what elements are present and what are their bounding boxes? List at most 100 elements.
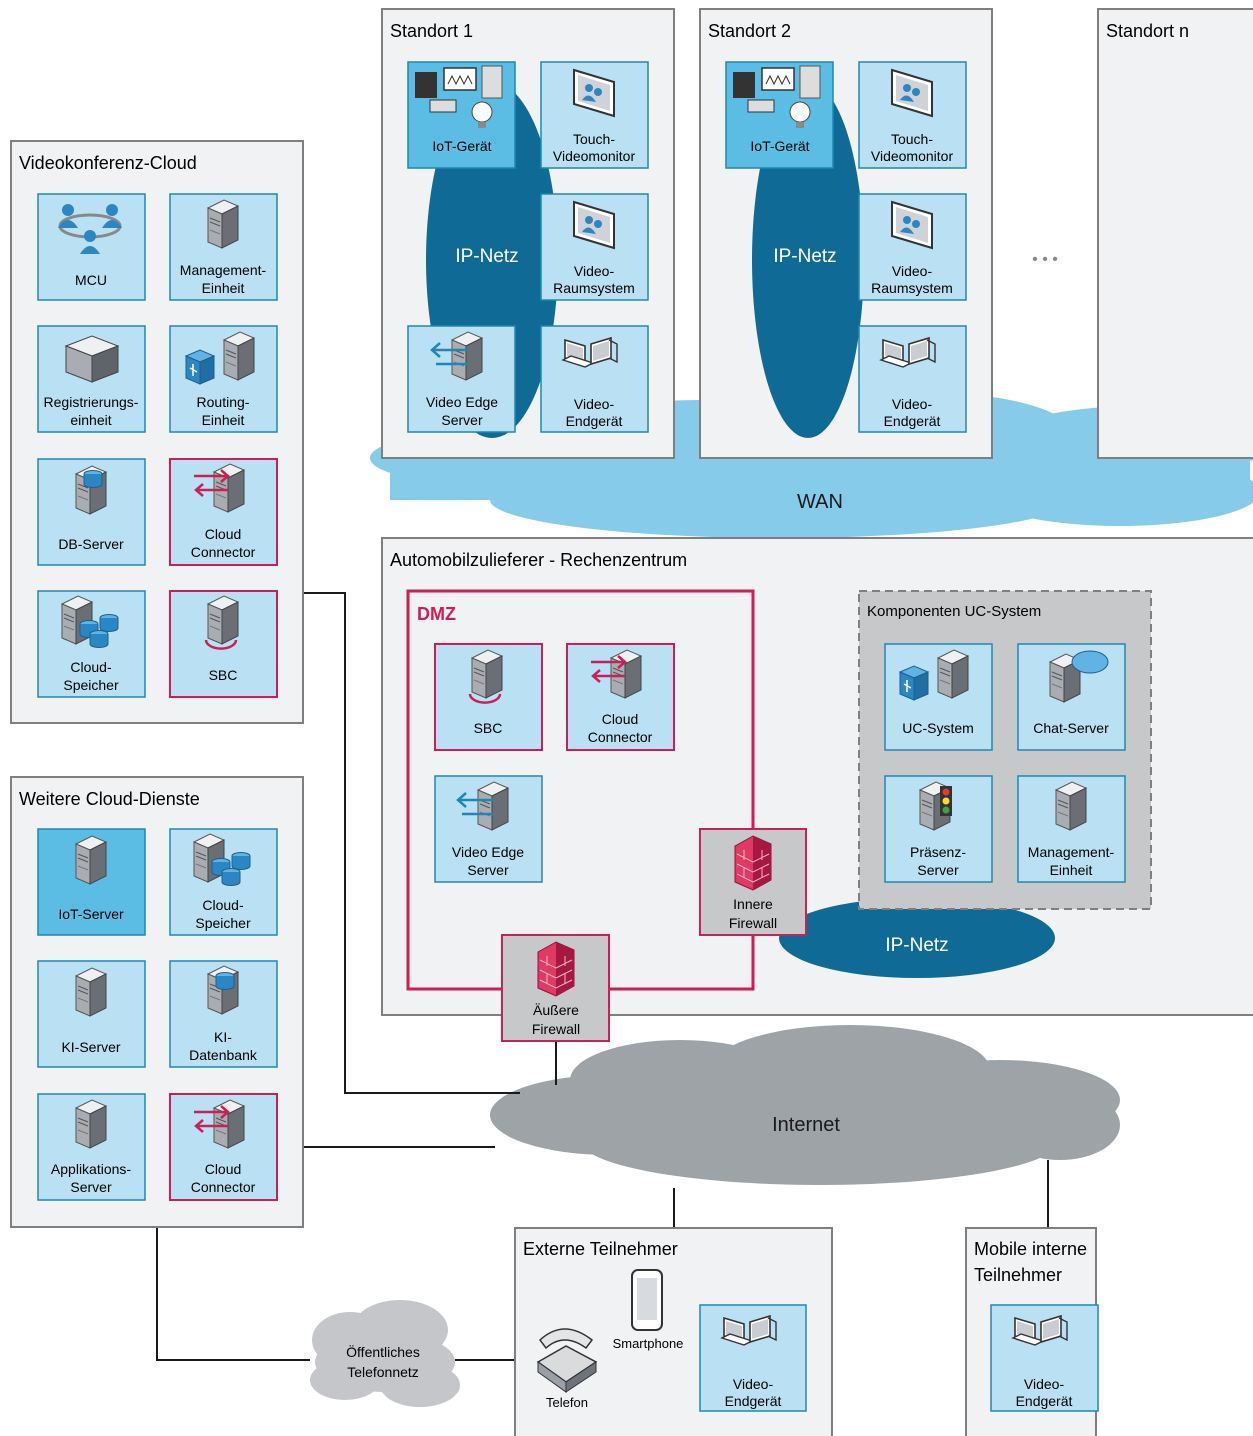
line-vk-internet xyxy=(303,592,520,1094)
rz-ip-net xyxy=(779,898,1055,978)
vk-speicher-label-1: Cloud- xyxy=(70,659,112,675)
chat-server-label: Chat-Server xyxy=(1033,720,1109,736)
s1-end-label-1: Video- xyxy=(574,396,615,412)
registrierung-box-icon xyxy=(64,335,120,383)
extern-endgeraet-tile: Video- Endgerät xyxy=(699,1304,807,1412)
inner-fw-label-1: Innere xyxy=(733,896,773,912)
mobile-end-label-1: Video- xyxy=(1024,1376,1065,1392)
server-icon xyxy=(75,967,107,1017)
weitere-title: Weitere Cloud-Dienste xyxy=(19,789,200,809)
wd-iot-server-tile: IoT-Server xyxy=(37,828,146,936)
server-icon xyxy=(207,199,239,249)
server-icon xyxy=(213,463,245,513)
praesenz-server-tile: Präsenz- Server xyxy=(884,775,993,883)
s1-raum-label-1: Video- xyxy=(574,263,615,279)
internet-cloud xyxy=(490,1025,1120,1185)
server-icon xyxy=(610,649,642,699)
mobile-title-1: Mobile interne xyxy=(974,1239,1087,1259)
edge-arrow-icon xyxy=(456,792,494,816)
vk-speicher-tile: Cloud- Speicher xyxy=(37,590,146,698)
dmz-sbc-tile: SBC xyxy=(434,643,543,751)
uc-management-label-1: Management- xyxy=(1028,844,1115,860)
s1-end-label-2: Endgerät xyxy=(566,413,623,429)
vk-routing-label-2: Einheit xyxy=(202,412,245,428)
vk-sbc-label: SBC xyxy=(209,667,238,683)
wd-connector-tile: Cloud Connector xyxy=(169,1093,278,1201)
s2-iot-tile: IoT-Gerät xyxy=(725,61,834,169)
firewall-icon xyxy=(734,835,772,891)
s1-iot-tile: IoT-Gerät xyxy=(407,61,516,169)
edge-server-icon xyxy=(451,331,483,381)
telephone-icon xyxy=(536,1328,598,1393)
router-icon xyxy=(184,349,216,385)
uc-system-tile: UC-System xyxy=(884,643,993,751)
s2-end-label-2: Endgerät xyxy=(884,413,941,429)
vk-speicher-label-2: Speicher xyxy=(63,677,119,693)
database-icon xyxy=(215,972,235,990)
mcu-icon xyxy=(58,204,122,254)
uc-group-title: Komponenten UC-System xyxy=(867,603,1041,620)
wd-speicher-label-2: Speicher xyxy=(195,915,251,931)
inner-firewall-tile: Innere Firewall xyxy=(699,828,807,936)
vk-connector-tile: Cloud Connector xyxy=(169,458,278,566)
mcu-label: MCU xyxy=(75,272,107,288)
extern-end-label-1: Video- xyxy=(733,1376,774,1392)
s2-end-label-1: Video- xyxy=(892,396,933,412)
line-weitere-telefonnetz xyxy=(156,1227,310,1361)
wd-app-label-1: Applikations- xyxy=(51,1161,131,1177)
telefonnetz-label-2: Telefonnetz xyxy=(347,1364,419,1380)
telefon-device: Telefon xyxy=(536,1328,598,1410)
wd-ki-db-label-1: KI- xyxy=(214,1029,232,1045)
iot-icon xyxy=(415,65,503,128)
s1-touch-label-2: Videomonitor xyxy=(553,148,636,164)
outer-firewall-tile: Äußere Firewall xyxy=(501,934,610,1042)
s1-endgeraet-tile: Video- Endgerät xyxy=(540,325,649,433)
connector-arrows-icon xyxy=(194,469,230,497)
server-icon xyxy=(75,835,107,885)
more-standorte-ellipsis: • • • xyxy=(1032,251,1058,268)
praesenz-label-1: Präsenz- xyxy=(910,844,966,860)
outer-fw-label-1: Äußere xyxy=(533,1002,579,1018)
standort-1-title: Standort 1 xyxy=(390,21,473,41)
wd-connector-label-1: Cloud xyxy=(205,1161,242,1177)
telefonnetz-cloud xyxy=(310,1300,460,1407)
server-icon xyxy=(213,1099,245,1149)
standort-n-title: Standort n xyxy=(1106,21,1189,41)
standort-n-panel xyxy=(1097,8,1253,459)
server-icon xyxy=(223,331,255,381)
telefon-label: Telefon xyxy=(546,1395,588,1410)
server-icon xyxy=(75,1099,107,1149)
storage-disk-icon xyxy=(99,614,119,632)
wd-app-label-2: Server xyxy=(70,1179,112,1195)
vk-registrierung-tile: Registrierungs- einheit xyxy=(37,325,146,433)
wd-app-server-tile: Applikations- Server xyxy=(37,1093,146,1201)
wd-ki-server-tile: KI-Server xyxy=(37,960,146,1068)
iot-icon xyxy=(733,65,821,128)
chat-bubble-icon xyxy=(1071,650,1109,674)
database-icon xyxy=(83,470,103,488)
edge-arrow-icon xyxy=(430,342,468,366)
s2-raum-label-2: Raumsystem xyxy=(871,280,953,296)
wd-speicher-tile: Cloud- Speicher xyxy=(169,828,278,936)
connector-arrows-icon xyxy=(194,1105,230,1133)
videokonferenz-title: Videokonferenz-Cloud xyxy=(19,153,197,173)
mobile-end-label-2: Endgerät xyxy=(1016,1393,1073,1409)
s1-raum-label-2: Raumsystem xyxy=(553,280,635,296)
dmz-connector-label-1: Cloud xyxy=(602,711,639,727)
vk-connector-label-1: Cloud xyxy=(205,526,242,542)
extern-end-label-2: Endgerät xyxy=(725,1393,782,1409)
vk-routing-label-1: Routing- xyxy=(197,394,250,410)
uc-router-icon xyxy=(898,665,930,701)
dmz-edge-label-2: Server xyxy=(467,862,509,878)
storage-disk-icon xyxy=(231,852,251,870)
wd-iot-label: IoT-Server xyxy=(58,906,124,922)
s2-raum-tile: Video- Raumsystem xyxy=(858,193,967,301)
wd-connector-label-2: Connector xyxy=(191,1179,256,1195)
vk-mcu-tile: MCU xyxy=(37,193,146,301)
s2-touch-tile: Touch- Videomonitor xyxy=(858,61,967,169)
s2-iot-label: IoT-Gerät xyxy=(750,138,809,154)
s1-iot-label: IoT-Gerät xyxy=(432,138,491,154)
vk-sbc-tile: SBC xyxy=(169,590,278,698)
mobile-endgeraet-tile: Video- Endgerät xyxy=(990,1304,1099,1412)
